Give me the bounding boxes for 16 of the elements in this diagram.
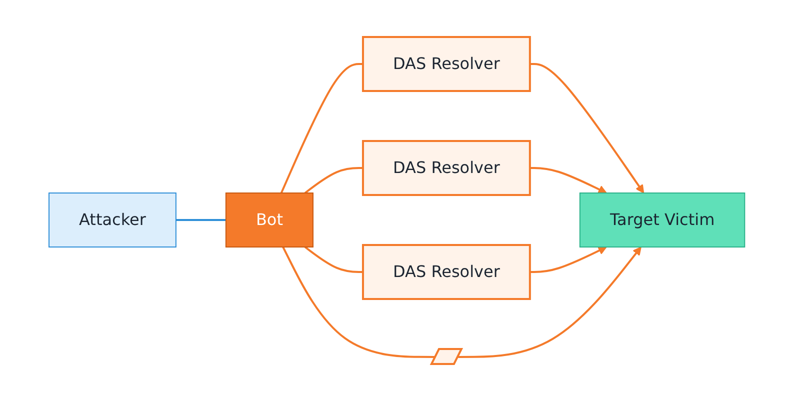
connector (176, 218, 226, 220)
connector (282, 246, 436, 358)
node-box: Attacker (48, 192, 177, 247)
arrow (530, 62, 644, 193)
arrow (530, 246, 608, 272)
node-box: DAS Resolver (362, 244, 532, 300)
connector (304, 246, 364, 272)
connector (280, 62, 364, 193)
arrow (530, 166, 608, 193)
connector (304, 166, 364, 194)
node-box (430, 348, 464, 364)
node-box: Target Victim (580, 192, 746, 247)
arrow (458, 246, 642, 358)
node-box: DAS Resolver (362, 36, 532, 92)
node-box: DAS Resolver (362, 140, 532, 196)
node-box: Bot (226, 192, 314, 247)
